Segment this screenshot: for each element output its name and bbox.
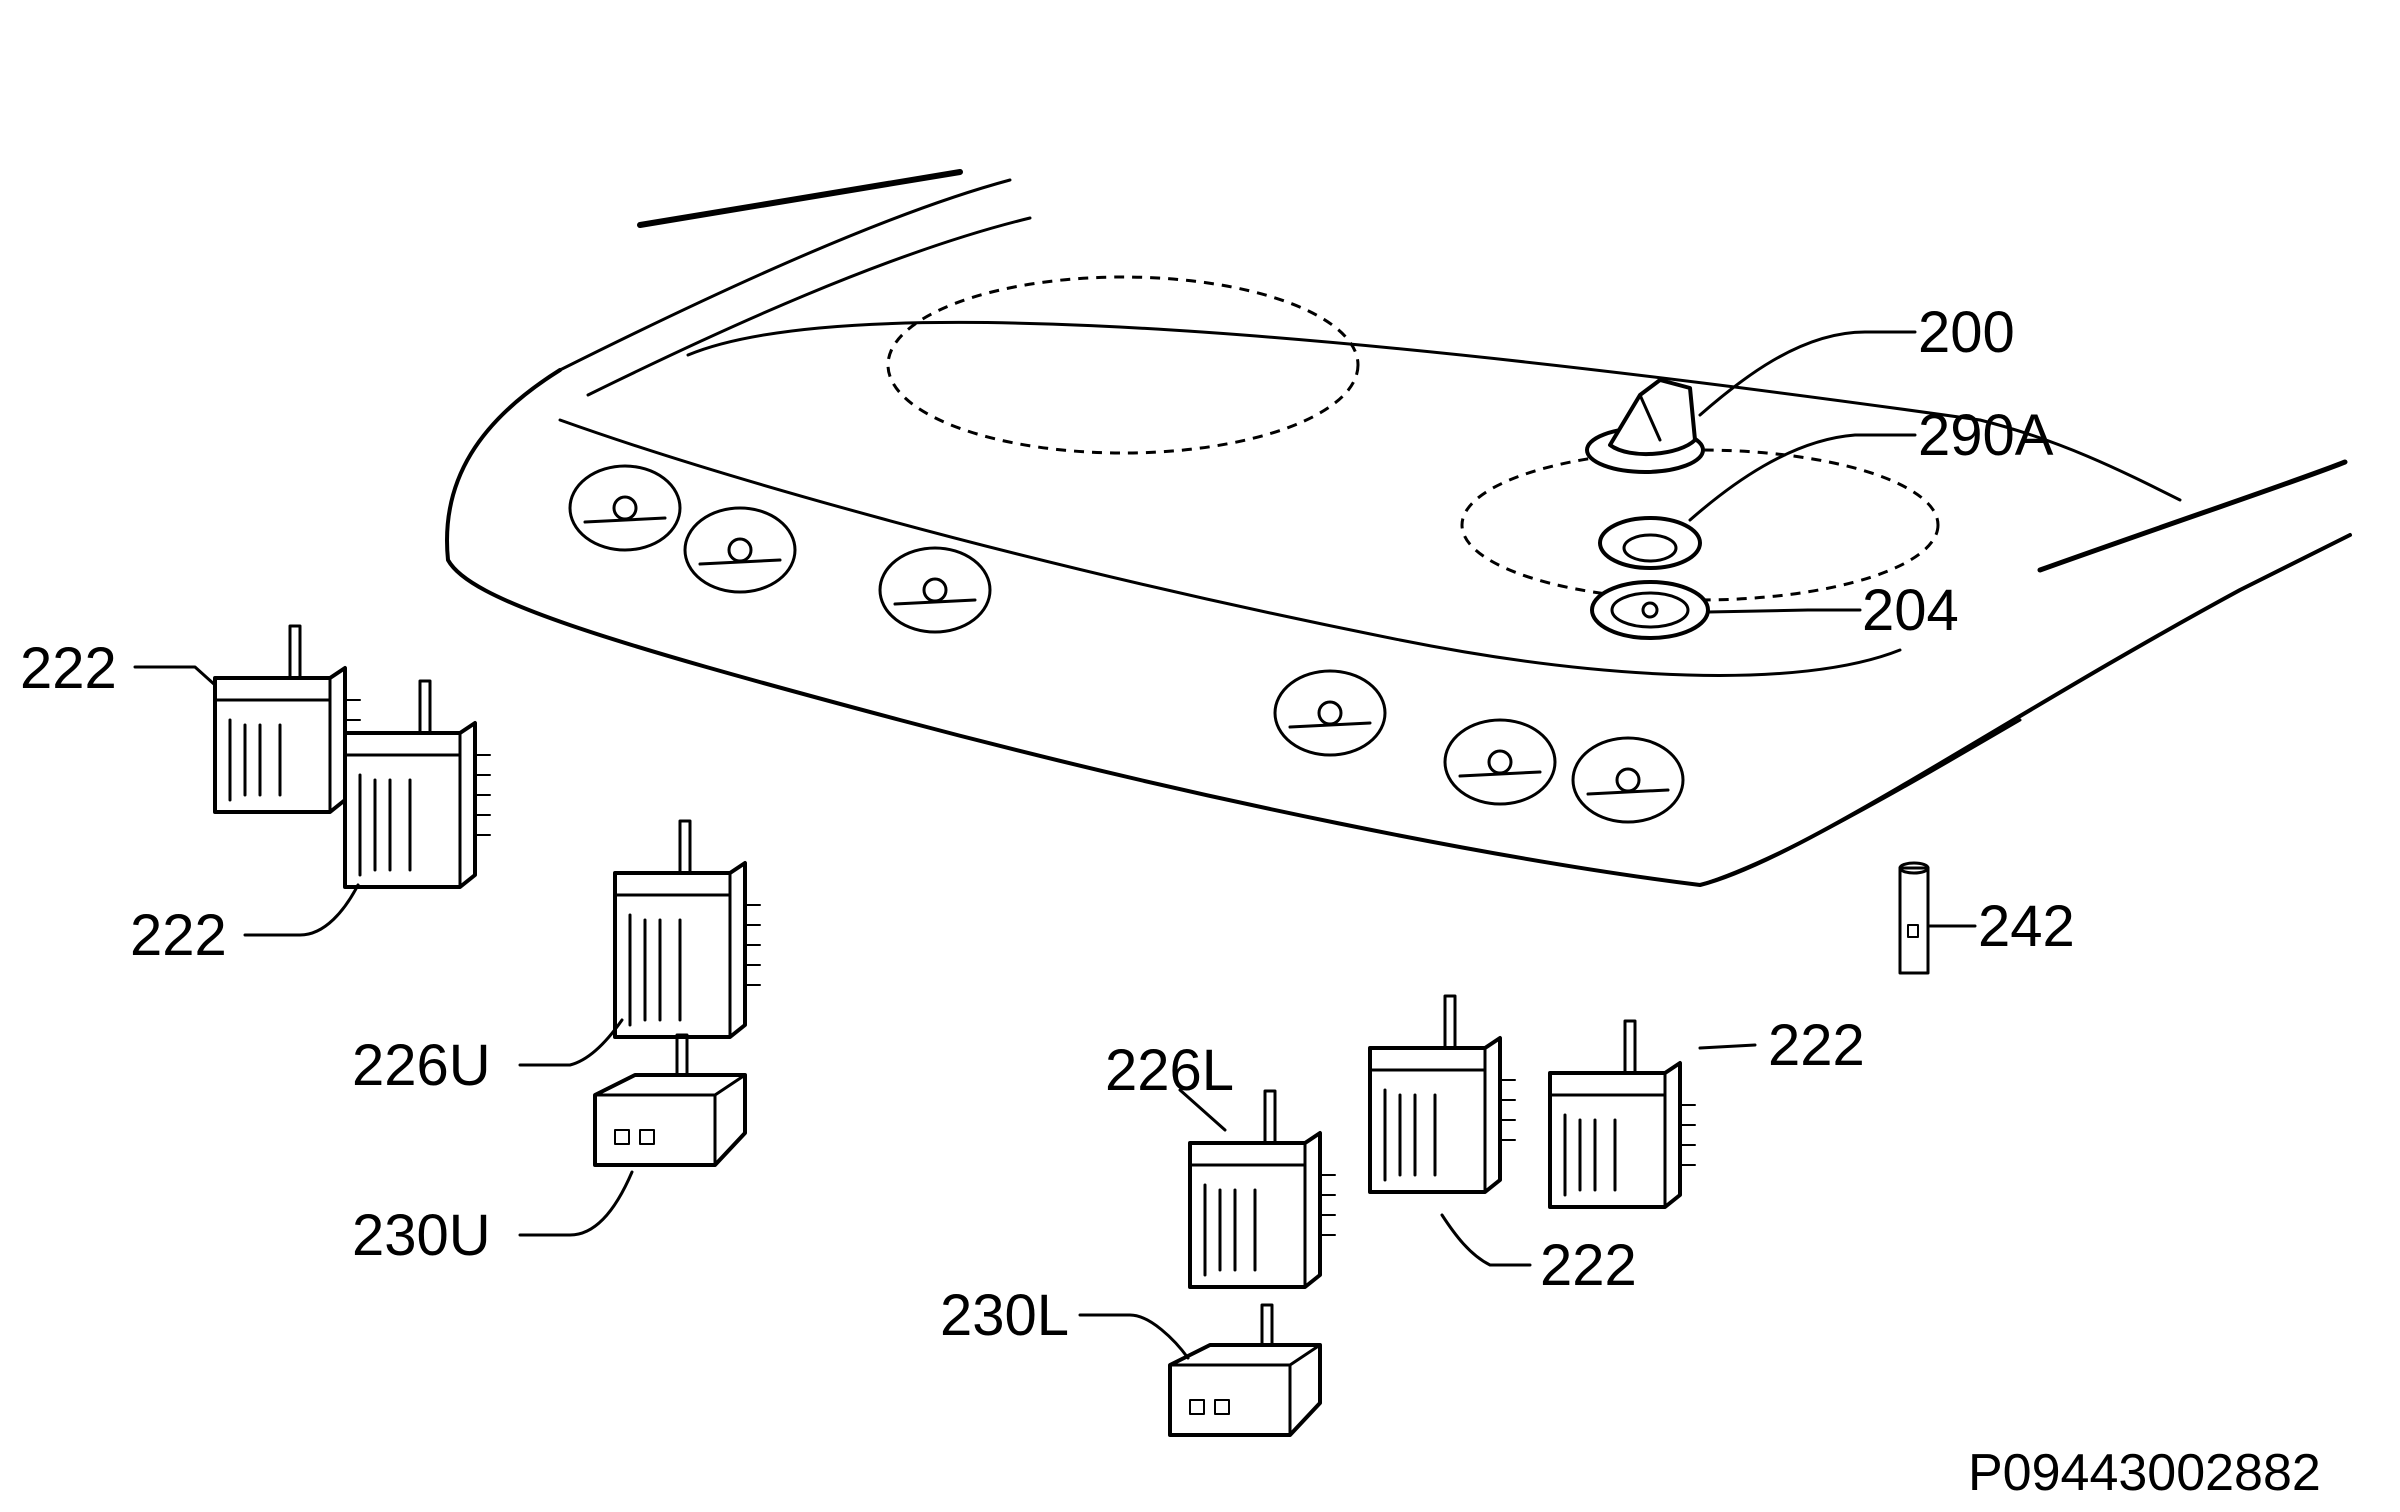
regulator-unit <box>1188 1089 1336 1289</box>
leader-lines <box>133 330 1977 1360</box>
callout-226l: 226L <box>1105 1038 1234 1103</box>
callout-200: 200 <box>1918 300 2015 365</box>
callout-204: 204 <box>1862 578 1959 643</box>
knob-hole <box>568 464 682 552</box>
callout-222: 222 <box>130 903 227 968</box>
callout-222: 222 <box>1540 1233 1637 1298</box>
callout-230l: 230L <box>940 1283 1069 1348</box>
knob-seal <box>1590 580 1710 640</box>
switch-unit <box>1548 1019 1696 1209</box>
switch-unit <box>213 624 361 814</box>
knob-hole <box>1443 718 1557 806</box>
knob-hole <box>683 506 797 594</box>
knob-hole <box>1571 736 1685 824</box>
callout-222: 222 <box>1768 1013 1865 1078</box>
thermostat-unit <box>593 1033 747 1167</box>
panel-knob-holes <box>568 464 1685 824</box>
callout-labels: 200 290A 204 242 222 222 226U 230U 226L … <box>20 300 2075 1348</box>
knob-hole <box>1273 669 1387 757</box>
callout-242: 242 <box>1978 894 2075 959</box>
diagram-reference-code: P09443002882 <box>1968 1444 2321 1502</box>
control-panel <box>445 169 2352 887</box>
knob-ring <box>1598 516 1702 570</box>
callout-226u: 226U <box>352 1033 491 1098</box>
switch-unit <box>343 679 491 889</box>
control-knob <box>1585 378 1705 474</box>
regulator-unit <box>613 819 761 1039</box>
callout-222: 222 <box>20 636 117 701</box>
thermostat-unit <box>1168 1303 1322 1437</box>
knob-hole <box>878 546 992 634</box>
pin-part <box>1898 861 1930 975</box>
callout-290a: 290A <box>1918 403 2054 468</box>
callout-230u: 230U <box>352 1203 491 1268</box>
switch-unit <box>1368 994 1516 1194</box>
